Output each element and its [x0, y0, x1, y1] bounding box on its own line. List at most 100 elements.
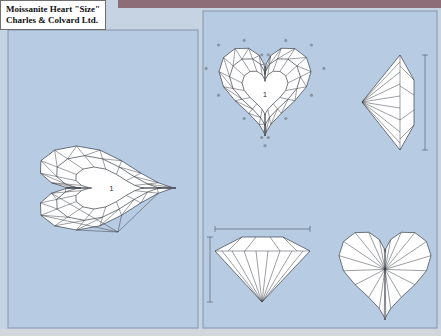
- facet-line: [119, 167, 141, 173]
- girdle-outline: [219, 48, 311, 136]
- facet-line: [65, 189, 66, 192]
- pavilion-line: [41, 215, 118, 232]
- facet-line: [66, 188, 89, 189]
- facet-line: [41, 202, 76, 216]
- callout-dot: [263, 144, 266, 147]
- crown-line: [400, 66, 414, 80]
- crown-line: [400, 110, 414, 120]
- facet-line: [264, 69, 266, 72]
- facet-line: [264, 114, 265, 133]
- pavilion-line: [52, 193, 118, 232]
- pavilion-line: [344, 269, 385, 270]
- facet-line: [235, 49, 250, 72]
- facet-line: [266, 118, 270, 133]
- facet-line: [72, 188, 76, 190]
- facet-line: [157, 187, 176, 189]
- left-panel: [8, 30, 198, 328]
- facet-line: [235, 97, 250, 100]
- perspective-heart: [40, 146, 176, 232]
- title-box: Moissanite Heart "Size"Charles & Colvard…: [0, 0, 106, 30]
- pavilion-line: [385, 239, 391, 269]
- pavilion-line: [385, 241, 426, 269]
- status-bar: [0, 329, 441, 336]
- pavilion-line: [262, 251, 268, 302]
- facet-line: [52, 191, 82, 194]
- pavilion-line: [384, 249, 386, 270]
- top-view-heart: [219, 48, 311, 136]
- right-panel: [203, 11, 437, 328]
- facet-line: [297, 66, 311, 72]
- pavilion-line: [362, 72, 400, 102]
- pavilion-line: [385, 269, 401, 297]
- facet-line: [219, 72, 242, 83]
- facet-line: [100, 150, 106, 169]
- facet-line: [41, 161, 57, 177]
- title-text: Charles & Colvard Ltd.: [6, 15, 100, 26]
- facet-line: [233, 49, 235, 66]
- facet-number: 1: [263, 91, 267, 98]
- facet-line: [300, 77, 306, 87]
- dimension-tick: [422, 150, 428, 151]
- pavilion-line: [385, 269, 426, 270]
- dimension-tick: [207, 237, 213, 238]
- title-text: Moissanite Heart "Size": [6, 4, 100, 15]
- callout-dot: [267, 136, 270, 139]
- facet-line: [242, 48, 249, 59]
- facet-line: [286, 57, 307, 75]
- facet-line: [55, 150, 83, 169]
- crown-line: [270, 237, 280, 251]
- side-profile: [207, 226, 310, 302]
- facet-line: [259, 55, 262, 74]
- facet-line: [52, 183, 82, 186]
- facet-line: [68, 146, 77, 159]
- pavilion-line: [385, 256, 431, 270]
- facet-line: [40, 173, 75, 180]
- facet-line: [126, 173, 141, 180]
- pavilion-line: [262, 251, 303, 302]
- facet-line: [52, 193, 57, 199]
- profile-outline: [362, 55, 414, 150]
- pavilion-line: [256, 251, 262, 302]
- facet-line: [280, 49, 295, 72]
- facet-line: [269, 48, 281, 64]
- facet-number: 1: [109, 185, 113, 192]
- dimension-tick: [310, 226, 311, 232]
- girdle-outline: [339, 232, 431, 320]
- facet-line: [288, 57, 306, 59]
- facet-line: [116, 202, 121, 216]
- pavilion-line: [362, 84, 400, 102]
- pavilion-line: [379, 239, 385, 269]
- facet-line: [268, 55, 271, 74]
- facet-line: [134, 177, 158, 183]
- facet-line: [40, 203, 57, 209]
- crown-line: [400, 86, 414, 95]
- facet-line: [259, 123, 264, 125]
- callout-dot: [260, 53, 263, 56]
- facet-line: [265, 65, 266, 80]
- callout-dot: [217, 94, 220, 97]
- pavilion-line: [362, 102, 400, 132]
- facet-line: [66, 187, 89, 188]
- pavilion-line: [232, 251, 262, 302]
- facet-line: [135, 191, 158, 194]
- pavilion-line: [118, 193, 158, 232]
- crown-line: [400, 125, 414, 139]
- pavilion-line: [385, 233, 415, 270]
- facet-line: [271, 109, 278, 125]
- dimension-line: [210, 237, 211, 302]
- facet-line: [224, 87, 245, 91]
- facet-line: [249, 48, 257, 71]
- facet-line: [259, 109, 262, 124]
- facet-line: [76, 209, 93, 230]
- girdle-line: [215, 251, 310, 252]
- side-profile-rotated: [362, 55, 428, 150]
- callout-dot: [217, 43, 220, 46]
- facet-line: [273, 104, 281, 114]
- callout-dot: [284, 39, 287, 42]
- facet-line: [126, 195, 141, 202]
- facet-line: [40, 195, 75, 202]
- gem-views: [40, 39, 431, 320]
- facet-line: [264, 65, 265, 80]
- pavilion-line: [262, 251, 292, 302]
- facet-line: [219, 72, 233, 89]
